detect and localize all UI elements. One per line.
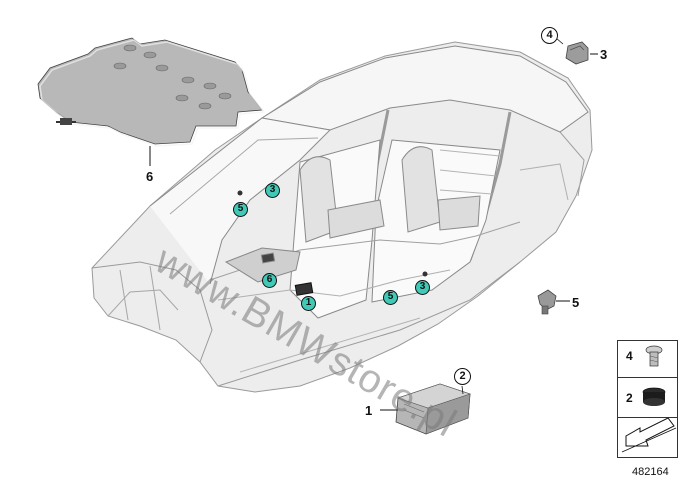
- badge-control-unit: 1: [301, 296, 316, 311]
- badge-sensor-left: 5: [233, 202, 248, 217]
- control-unit-illustration: [380, 383, 471, 435]
- legend-nut-number: 2: [626, 391, 633, 405]
- diagram-id: 482164: [632, 466, 669, 478]
- badge-sensor-right: 5: [383, 290, 398, 305]
- insulation-mat-illustration: [37, 37, 266, 166]
- callout-sensor: 5: [572, 295, 580, 310]
- badge-bracket-right: 3: [415, 280, 430, 295]
- callout-insulation-mat: 6: [146, 169, 154, 184]
- callout-bracket-ref: 4: [541, 27, 558, 44]
- badge-insulation-mat: 6: [262, 273, 277, 288]
- legend-screw-number: 4: [626, 349, 633, 363]
- callout-bracket: 3: [600, 47, 608, 62]
- car-body-illustration: [91, 41, 593, 393]
- legend-screw-cell: 4: [618, 341, 677, 378]
- legend-icons: [621, 345, 677, 453]
- badge-bracket-left: 3: [265, 183, 280, 198]
- legend-nut-cell: 2: [618, 377, 677, 418]
- callout-control-unit: 1: [365, 403, 373, 418]
- bracket-illustration: [555, 37, 598, 65]
- fastener-legend: 4 2: [617, 340, 678, 458]
- sensor-illustration: [537, 289, 570, 315]
- callout-control-unit-ref: 2: [454, 368, 471, 385]
